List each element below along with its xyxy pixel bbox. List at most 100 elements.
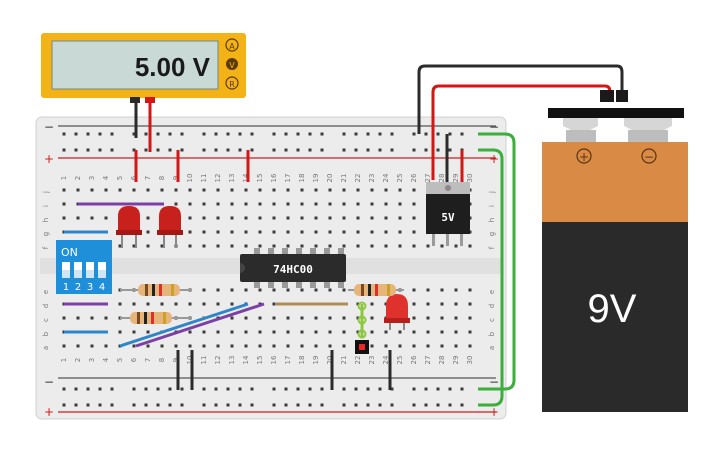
terminal-hole[interactable]	[300, 330, 304, 334]
terminal-hole[interactable]	[426, 316, 430, 320]
terminal-hole[interactable]	[258, 288, 262, 292]
terminal-hole[interactable]	[454, 244, 458, 248]
terminal-hole[interactable]	[314, 216, 318, 220]
terminal-hole[interactable]	[202, 244, 206, 248]
terminal-hole[interactable]	[118, 244, 122, 248]
rail-hole[interactable]	[110, 403, 114, 407]
terminal-hole[interactable]	[314, 344, 318, 348]
terminal-hole[interactable]	[440, 288, 444, 292]
terminal-hole[interactable]	[258, 188, 262, 192]
terminal-hole[interactable]	[216, 188, 220, 192]
terminal-hole[interactable]	[62, 188, 66, 192]
rail-hole[interactable]	[168, 387, 172, 391]
rail-hole[interactable]	[62, 387, 66, 391]
terminal-hole[interactable]	[440, 302, 444, 306]
terminal-hole[interactable]	[370, 188, 374, 192]
terminal-hole[interactable]	[76, 188, 80, 192]
terminal-hole[interactable]	[440, 316, 444, 320]
rail-hole[interactable]	[156, 403, 160, 407]
terminal-hole[interactable]	[314, 244, 318, 248]
terminal-hole[interactable]	[454, 316, 458, 320]
rail-hole[interactable]	[424, 387, 428, 391]
terminal-hole[interactable]	[286, 202, 290, 206]
rail-hole[interactable]	[62, 132, 66, 136]
rail-hole[interactable]	[62, 403, 66, 407]
rail-hole[interactable]	[86, 148, 90, 152]
terminal-hole[interactable]	[468, 316, 472, 320]
terminal-hole[interactable]	[370, 216, 374, 220]
rail-hole[interactable]	[214, 403, 218, 407]
rail-hole[interactable]	[132, 387, 136, 391]
terminal-hole[interactable]	[104, 316, 108, 320]
rail-hole[interactable]	[226, 148, 230, 152]
rail-hole[interactable]	[156, 132, 160, 136]
terminal-hole[interactable]	[398, 330, 402, 334]
terminal-hole[interactable]	[118, 188, 122, 192]
rail-hole[interactable]	[448, 148, 452, 152]
terminal-hole[interactable]	[454, 344, 458, 348]
rail-hole[interactable]	[320, 403, 324, 407]
terminal-hole[interactable]	[146, 344, 150, 348]
terminal-hole[interactable]	[104, 188, 108, 192]
terminal-hole[interactable]	[202, 202, 206, 206]
terminal-hole[interactable]	[314, 202, 318, 206]
terminal-hole[interactable]	[272, 188, 276, 192]
terminal-hole[interactable]	[244, 330, 248, 334]
rail-hole[interactable]	[412, 148, 416, 152]
rail-hole[interactable]	[180, 403, 184, 407]
rail-hole[interactable]	[214, 132, 218, 136]
terminal-hole[interactable]	[342, 188, 346, 192]
terminal-hole[interactable]	[160, 188, 164, 192]
rail-hole[interactable]	[436, 148, 440, 152]
terminal-hole[interactable]	[300, 216, 304, 220]
battery-negative-wire[interactable]	[417, 64, 624, 134]
terminal-hole[interactable]	[272, 202, 276, 206]
terminal-hole[interactable]	[202, 288, 206, 292]
rail-hole[interactable]	[308, 387, 312, 391]
rail-hole[interactable]	[448, 403, 452, 407]
rail-hole[interactable]	[202, 403, 206, 407]
terminal-hole[interactable]	[440, 330, 444, 334]
terminal-hole[interactable]	[230, 316, 234, 320]
terminal-hole[interactable]	[146, 330, 150, 334]
terminal-hole[interactable]	[272, 244, 276, 248]
terminal-hole[interactable]	[426, 344, 430, 348]
terminal-hole[interactable]	[146, 216, 150, 220]
mode-a-button[interactable]	[225, 38, 239, 52]
terminal-hole[interactable]	[384, 216, 388, 220]
terminal-hole[interactable]	[188, 344, 192, 348]
terminal-hole[interactable]	[412, 244, 416, 248]
terminal-hole[interactable]	[370, 344, 374, 348]
rail-hole[interactable]	[74, 148, 78, 152]
terminal-hole[interactable]	[76, 344, 80, 348]
terminal-hole[interactable]	[286, 344, 290, 348]
terminal-hole[interactable]	[384, 230, 388, 234]
terminal-hole[interactable]	[426, 244, 430, 248]
terminal-hole[interactable]	[412, 302, 416, 306]
terminal-hole[interactable]	[300, 316, 304, 320]
terminal-hole[interactable]	[258, 316, 262, 320]
terminal-hole[interactable]	[468, 344, 472, 348]
rail-hole[interactable]	[214, 387, 218, 391]
terminal-hole[interactable]	[412, 330, 416, 334]
rail-hole[interactable]	[412, 387, 416, 391]
terminal-hole[interactable]	[118, 330, 122, 334]
terminal-hole[interactable]	[300, 288, 304, 292]
rail-hole[interactable]	[284, 387, 288, 391]
terminal-hole[interactable]	[328, 330, 332, 334]
terminal-hole[interactable]	[412, 216, 416, 220]
terminal-hole[interactable]	[216, 230, 220, 234]
terminal-hole[interactable]	[398, 216, 402, 220]
rail-hole[interactable]	[354, 148, 358, 152]
rail-hole[interactable]	[460, 132, 464, 136]
rail-hole[interactable]	[378, 387, 382, 391]
terminal-hole[interactable]	[90, 188, 94, 192]
terminal-hole[interactable]	[342, 344, 346, 348]
jumper-blue-3[interactable]	[119, 302, 249, 348]
rail-hole[interactable]	[272, 132, 276, 136]
terminal-hole[interactable]	[286, 244, 290, 248]
terminal-hole[interactable]	[174, 302, 178, 306]
terminal-hole[interactable]	[384, 202, 388, 206]
rail-hole[interactable]	[144, 148, 148, 152]
rail-hole[interactable]	[226, 403, 230, 407]
